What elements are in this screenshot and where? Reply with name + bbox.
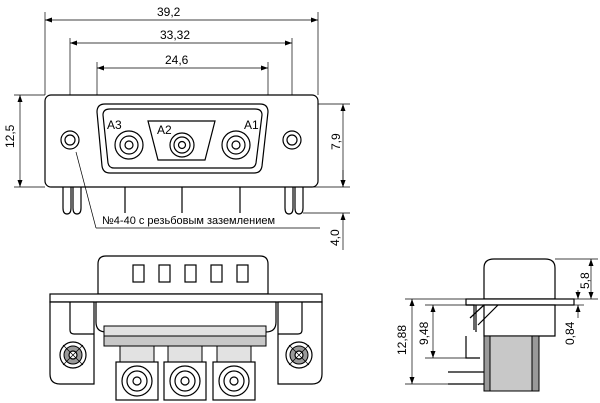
dim-overall-width: 39,2	[157, 5, 181, 19]
coax-contact-right	[212, 345, 256, 401]
bottom-view	[49, 255, 323, 401]
contact-a2	[169, 132, 195, 158]
side-view: 12,88 9,48 5,8 0,84	[395, 258, 598, 392]
dim-side-top: 5,8	[578, 272, 592, 289]
dim-side-small: 0,84	[563, 321, 577, 345]
left-bracket	[49, 301, 95, 385]
dim-pin-length: 4,0	[328, 229, 342, 246]
side-shell	[483, 258, 556, 300]
dim-side-mid: 9,48	[417, 321, 431, 345]
dim-mounting-holes: 33,32	[160, 28, 190, 42]
bottom-flange	[49, 293, 323, 303]
board-lock-right	[284, 187, 304, 215]
board-lock-left	[62, 187, 82, 215]
thread-note: №4-40 с резьбовым заземлением	[102, 215, 275, 227]
right-threaded-nut	[285, 341, 313, 369]
body-top	[97, 255, 269, 295]
coax-contact-left	[115, 345, 159, 401]
d-shell	[96, 103, 269, 174]
dim-side-total: 12,88	[395, 325, 409, 355]
label-a2: A2	[157, 123, 172, 137]
coax-contact-middle	[163, 345, 207, 401]
a2-insert	[147, 120, 216, 161]
slot	[210, 264, 223, 283]
slot	[184, 264, 197, 283]
dim-shell-width: 24,6	[165, 53, 189, 67]
side-flange	[465, 298, 575, 306]
contact-a1	[221, 130, 251, 160]
front-view: 39,2 33,32 24,6	[3, 5, 350, 250]
label-a1: A1	[244, 118, 259, 132]
right-bracket	[277, 301, 323, 385]
left-threaded-nut	[59, 341, 87, 369]
left-mounting-hole	[60, 130, 80, 150]
contact-a3	[114, 130, 144, 160]
slot	[132, 264, 145, 283]
slot	[158, 264, 171, 283]
right-mounting-hole	[282, 130, 302, 150]
dim-pin-offset: 7,9	[329, 133, 343, 150]
dim-height: 12,5	[3, 124, 17, 148]
slot	[236, 264, 249, 283]
label-a3: A3	[107, 118, 122, 132]
